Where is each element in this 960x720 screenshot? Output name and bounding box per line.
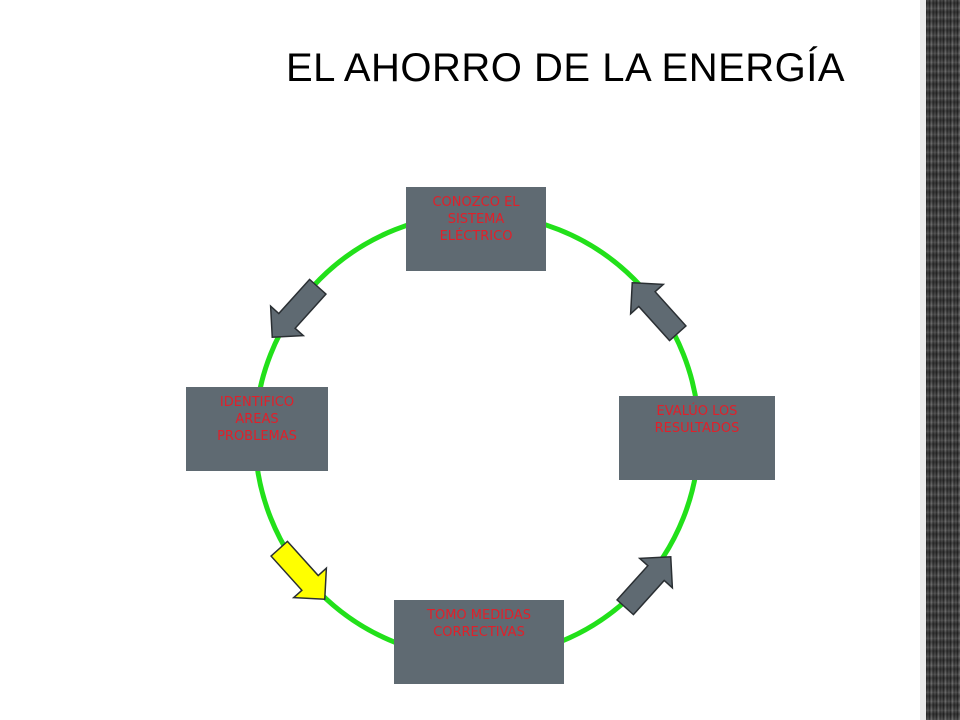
slide-title: EL AHORRO DE LA ENERGÍA xyxy=(286,46,846,90)
decorative-side-strip xyxy=(920,0,960,720)
cycle-node-identify-problems: IDENTIFICO AREAS PROBLEMAS xyxy=(186,387,328,471)
arrow-right-to-top xyxy=(629,281,687,342)
cycle-node-evaluate-results: EVALÚO LOS RESULTADOS xyxy=(619,396,775,480)
arrow-bottom-to-right xyxy=(616,555,674,616)
cycle-node-corrective-measures: TOMO MEDIDAS CORRECTIVAS xyxy=(394,600,564,684)
cycle-node-know-system: CONOZCO EL SISTEMA ELÉCTRICO xyxy=(406,187,546,271)
arrow-left-to-bottom xyxy=(270,540,328,601)
side-strip-texture xyxy=(926,0,960,720)
arrow-top-to-left xyxy=(269,278,327,339)
